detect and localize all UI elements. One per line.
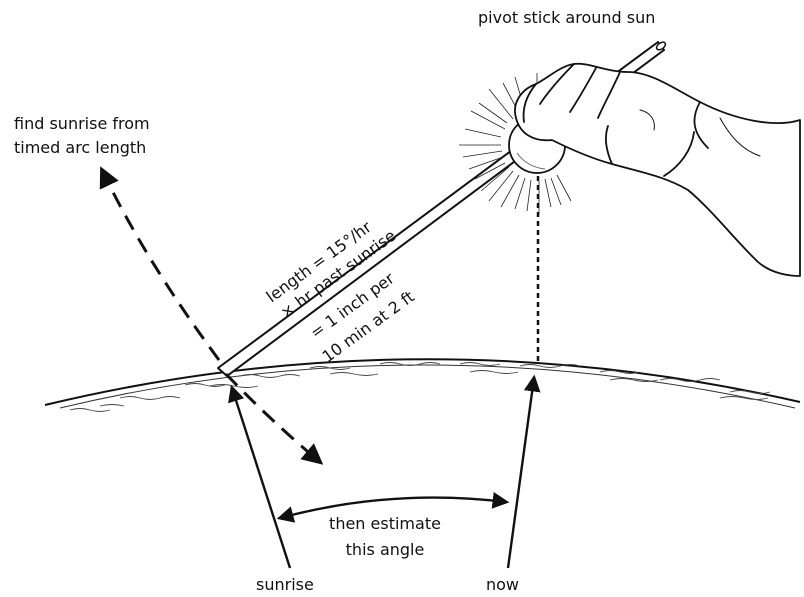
hand-icon bbox=[515, 64, 800, 276]
horizon-ground bbox=[45, 359, 800, 411]
now-arrow bbox=[508, 378, 534, 568]
sunrise-arrow bbox=[232, 388, 290, 568]
estimate-label-line2: this angle bbox=[320, 540, 450, 560]
arc-dashed-upper bbox=[102, 170, 219, 360]
estimate-label-line1: then estimate bbox=[320, 514, 450, 534]
pivot-label: pivot stick around sun bbox=[478, 8, 655, 28]
find-sunrise-label-line2: timed arc length bbox=[14, 138, 146, 158]
now-label: now bbox=[486, 575, 519, 595]
sunrise-label: sunrise bbox=[256, 575, 314, 595]
find-sunrise-label-line1: find sunrise from bbox=[14, 114, 150, 134]
